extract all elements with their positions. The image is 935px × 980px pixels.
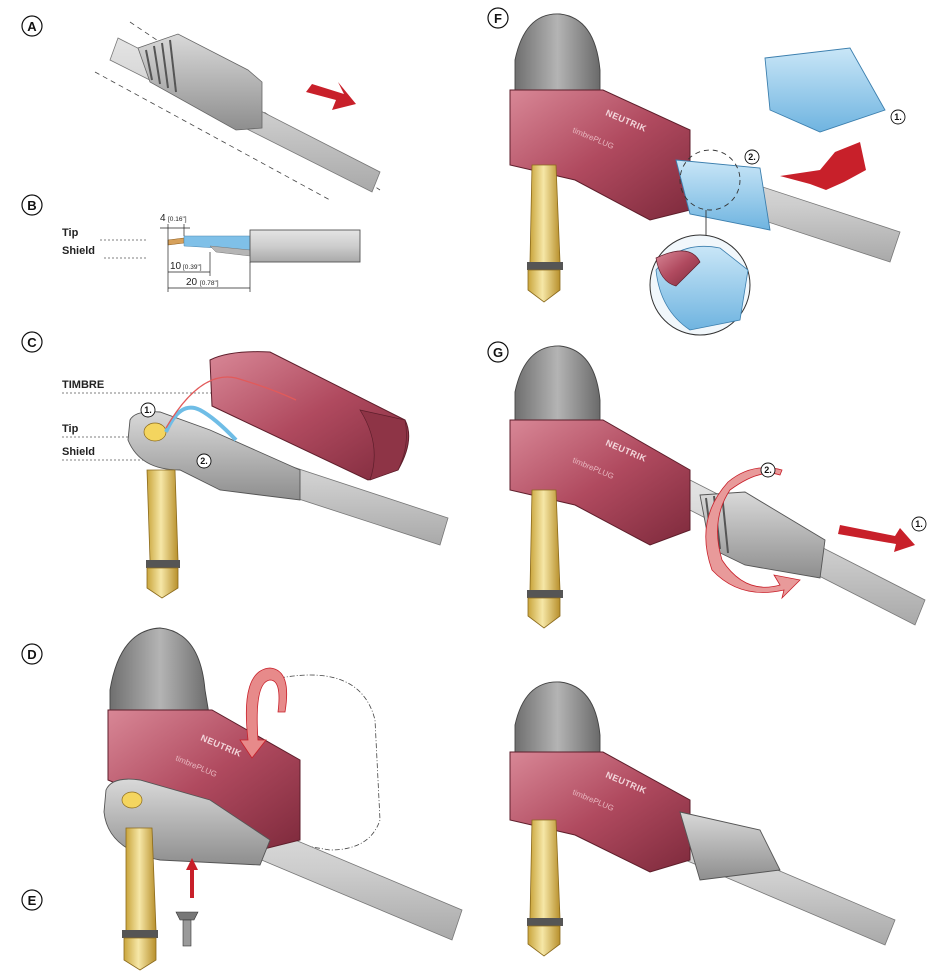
label-shield: Shield — [62, 245, 95, 257]
step-a-letter: A — [27, 19, 37, 34]
step-a-badge — [21, 15, 43, 37]
tip-conductor — [167, 237, 185, 246]
detail-circle — [679, 149, 741, 211]
step-d-letter: D — [27, 647, 36, 662]
dim-strip-jacket: 20 — [186, 277, 198, 288]
cable-jacket — [249, 229, 361, 263]
housing-body — [509, 751, 691, 873]
step-g: G NEUTRIK timbrePLUG 1. 2. — [487, 341, 927, 629]
step-d-e: D E NEUTRIK timbrePLUG — [21, 627, 463, 971]
step-c-letter: C — [27, 335, 37, 350]
step-b-letter: B — [27, 198, 36, 213]
strain-relief-nut — [679, 811, 781, 881]
final-assembled: NEUTRIK timbrePLUG — [509, 681, 896, 957]
callout-1-badge — [911, 516, 927, 532]
jack-ring — [527, 918, 563, 926]
dim-strip-tip: 4 — [160, 213, 166, 224]
nut-thread — [145, 39, 177, 93]
grey-cap — [109, 627, 211, 721]
tip-wire — [164, 405, 238, 442]
rotate-arrow — [705, 467, 801, 600]
step-g-letter: G — [493, 345, 503, 360]
screw-shaft — [182, 919, 192, 947]
label-timbre: TIMBRE — [62, 379, 104, 391]
label-shield-c: Shield — [62, 446, 95, 458]
callout-1-badge — [140, 402, 156, 418]
label-tip: Tip — [62, 227, 79, 239]
step-e-letter: E — [28, 893, 37, 908]
detail-housing — [655, 250, 701, 287]
callout-1: 1. — [915, 519, 923, 529]
step-b-badge — [21, 194, 43, 216]
push-arrow — [838, 525, 915, 552]
grey-cap — [514, 681, 601, 761]
plug-insert — [127, 411, 301, 501]
jack-tip-end — [527, 925, 561, 957]
grey-cap — [514, 13, 601, 101]
callout-2-badge — [196, 453, 212, 469]
step-d-badge — [21, 643, 43, 665]
jack-ring — [527, 262, 563, 270]
rotate-arrow — [239, 667, 288, 759]
step-f-letter: F — [494, 11, 502, 26]
jack-tip-end — [146, 567, 179, 599]
dim-strip-shield: 10 — [170, 261, 182, 272]
jack-tip-end — [527, 597, 561, 629]
callout-2: 2. — [764, 465, 772, 475]
grey-cap — [514, 345, 601, 431]
solder-cup — [143, 422, 167, 442]
jack-tip-end — [527, 269, 561, 303]
dimension-lines — [160, 224, 251, 292]
callout-2: 2. — [748, 152, 756, 162]
jack-ring — [122, 930, 158, 938]
cable-clamp-loose — [764, 47, 886, 133]
dim-strip-jacket-inch: [0.78"] — [200, 280, 219, 287]
housing-shell-rim — [359, 409, 407, 481]
callout-2: 2. — [200, 456, 208, 466]
screw-arrow — [186, 858, 198, 898]
callout-1: 1. — [894, 112, 902, 122]
callout-2-badge — [744, 149, 760, 165]
label-tip-c: Tip — [62, 423, 79, 435]
step-a: A — [21, 15, 381, 201]
housing-body — [509, 89, 691, 221]
jack-tip-end — [123, 937, 157, 971]
solder-cup — [121, 791, 143, 809]
screw-head — [175, 911, 199, 921]
dim-strip-shield-inch: [0.39"] — [183, 264, 202, 271]
step-f: F NEUTRIK timbrePLUG 1. 2. — [487, 7, 906, 336]
step-c: C TIMBRE Tip Shield 1. 2. — [21, 331, 449, 599]
housing-body — [509, 419, 691, 546]
timbre-wire — [165, 376, 297, 429]
jack-ring — [146, 560, 180, 568]
strain-relief-nut — [137, 33, 263, 131]
step-c-badge — [21, 331, 43, 353]
dim-strip-tip-inch: [0.16"] — [168, 216, 187, 223]
pull-arrow — [306, 82, 356, 110]
callout-1: 1. — [144, 405, 152, 415]
callout-1-badge — [890, 109, 906, 125]
step-g-badge — [487, 341, 509, 363]
jack-ring — [527, 590, 563, 598]
step-f-badge — [487, 7, 509, 29]
insert-arrow — [780, 142, 866, 190]
step-e-badge — [21, 889, 43, 911]
callout-2-badge — [760, 462, 776, 478]
step-b: B Tip Shield 4 [0.16"] 10 [0.39"] 20 [0.… — [21, 194, 361, 292]
cable-clamp — [675, 159, 771, 231]
